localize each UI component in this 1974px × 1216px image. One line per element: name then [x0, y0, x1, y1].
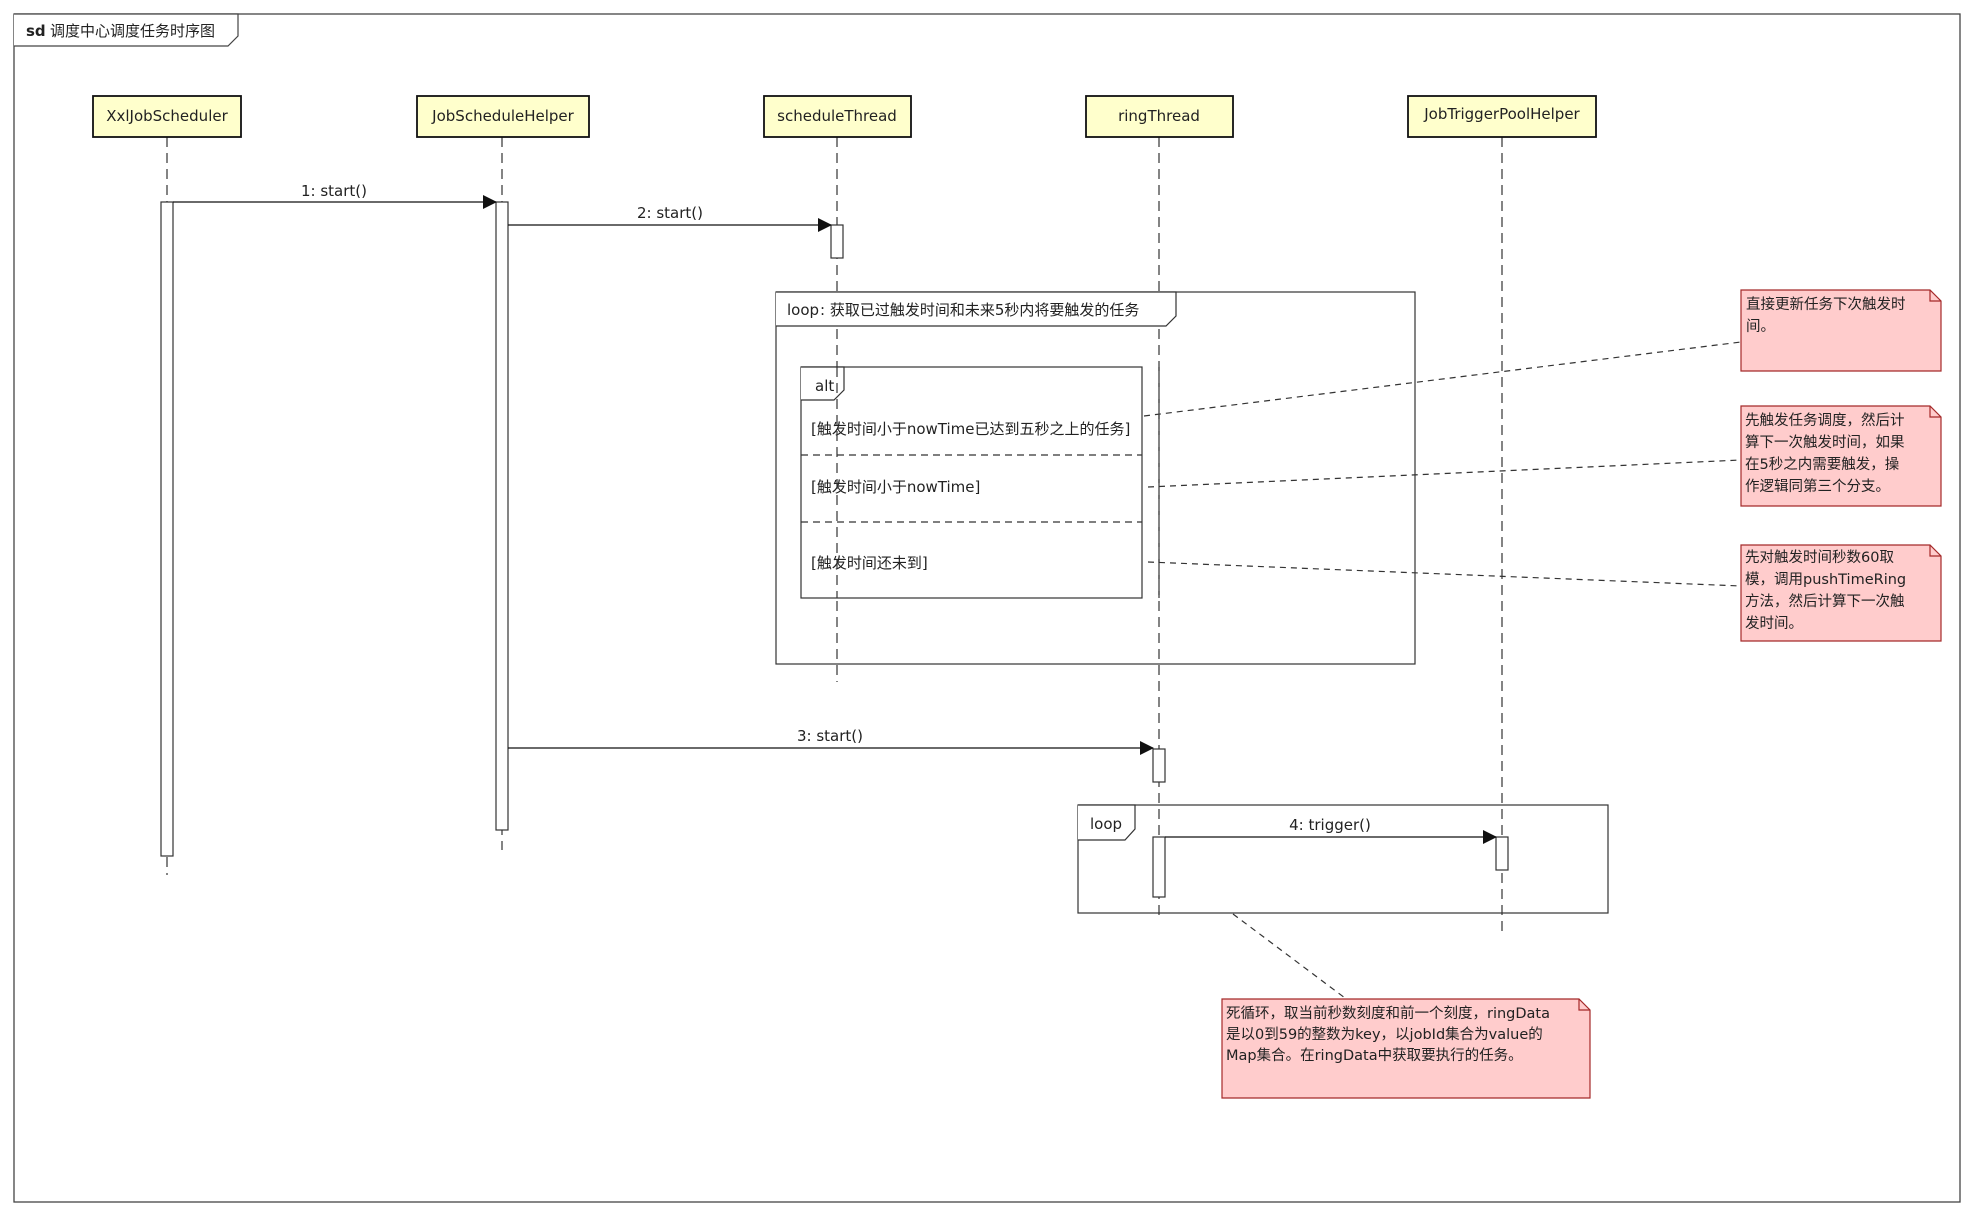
- note-4-line-1: 死循环，取当前秒数刻度和前一个刻度，ringData: [1226, 1005, 1550, 1022]
- activations: [160, 201, 1509, 898]
- frame-tab: [14, 13, 239, 47]
- messages: [173, 195, 1497, 844]
- note-3: 先对触发时间秒数60取 模，调用pushTimeRing 方法，然后计算下一次触…: [1740, 544, 1942, 642]
- fragment-loop1-guard: : 获取已过触发时间和未来5秒内将要触发的任务: [820, 301, 1139, 319]
- lifeline-helper-label: JobScheduleHelper: [431, 107, 574, 125]
- note-2-line-2: 算下一次触发时间，如果: [1745, 434, 1905, 451]
- note-3-line-3: 方法，然后计算下一次触: [1745, 593, 1905, 610]
- lifeline-xxl-label: XxlJobScheduler: [106, 107, 228, 125]
- alt-condition-1: [触发时间小于nowTime已达到五秒之上的任务]: [811, 420, 1130, 438]
- note-2-line-1: 先触发任务调度，然后计: [1745, 412, 1905, 429]
- note-2: 先触发任务调度，然后计 算下一次触发时间，如果 在5秒之内需要触发，操 作逻辑同…: [1740, 405, 1942, 507]
- lifeline-ring-head[interactable]: ringThread: [1085, 95, 1234, 138]
- note-connectors: [1143, 341, 1742, 999]
- connector-note-3: [1147, 561, 1742, 587]
- activation-ring-1: [1152, 748, 1166, 783]
- activation-helper: [495, 201, 509, 831]
- alt-condition-3: [触发时间还未到]: [811, 554, 928, 572]
- activation-schedule: [830, 224, 844, 259]
- activation-pool: [1495, 836, 1509, 871]
- message-2-label: 2: start(): [637, 204, 703, 222]
- note-4-line-2: 是以0到59的整数为key，以jobId集合为value的: [1226, 1026, 1543, 1043]
- message-1-label: 1: start(): [301, 182, 367, 200]
- fragment-alt-operator: alt: [815, 377, 834, 395]
- connector-note-2: [1147, 459, 1742, 488]
- note-1: 直接更新任务下次触发时 间。: [1740, 289, 1942, 372]
- frame-title: 调度中心调度任务时序图: [50, 22, 215, 40]
- note-1-line-1: 直接更新任务下次触发时: [1746, 296, 1906, 313]
- activation-ring-2: [1152, 836, 1166, 898]
- lifeline-heads: XxlJobScheduler JobScheduleHelper schedu…: [92, 95, 1597, 138]
- lifeline-pool-head[interactable]: JobTriggerPoolHelper: [1407, 95, 1597, 138]
- alt-condition-2: [触发时间小于nowTime]: [811, 478, 980, 496]
- note-3-line-2: 模，调用pushTimeRing: [1745, 571, 1906, 588]
- fragment-loop1-operator: loop: [787, 301, 819, 319]
- message-4-label: 4: trigger(): [1289, 816, 1371, 834]
- lifeline-helper-head[interactable]: JobScheduleHelper: [416, 95, 590, 138]
- message-3-label: 3: start(): [797, 727, 863, 745]
- connector-note-1: [1143, 341, 1742, 417]
- note-1-line-2: 间。: [1746, 318, 1775, 335]
- connector-note-4: [1232, 913, 1346, 999]
- activation-xxl: [160, 201, 174, 857]
- note-4: 死循环，取当前秒数刻度和前一个刻度，ringData 是以0到59的整数为key…: [1221, 998, 1591, 1099]
- lifeline-ring-label: ringThread: [1118, 107, 1200, 125]
- frame-keyword: sd: [26, 22, 46, 40]
- lifeline-schedule-label: scheduleThread: [777, 107, 897, 125]
- lifeline-pool-label: JobTriggerPoolHelper: [1423, 105, 1580, 123]
- fragment-loop1: loop : 获取已过触发时间和未来5秒内将要触发的任务: [775, 291, 1416, 665]
- lifeline-xxl-head[interactable]: XxlJobScheduler: [92, 95, 242, 138]
- fragment-loop2: loop: [1077, 804, 1609, 914]
- note-2-line-3: 在5秒之内需要触发，操: [1745, 456, 1900, 473]
- fragment-loop2-operator: loop: [1090, 815, 1122, 833]
- note-2-line-4: 作逻辑同第三个分支。: [1745, 477, 1890, 495]
- note-3-line-4: 发时间。: [1745, 615, 1803, 632]
- fragment-alt: alt [触发时间小于nowTime已达到五秒之上的任务] [触发时间小于now…: [800, 366, 1143, 599]
- diagram-frame: [13, 13, 1961, 1203]
- lifeline-schedule-head[interactable]: scheduleThread: [763, 95, 912, 138]
- note-3-line-1: 先对触发时间秒数60取: [1745, 549, 1894, 566]
- note-4-line-3: Map集合。在ringData中获取要执行的任务。: [1226, 1047, 1523, 1064]
